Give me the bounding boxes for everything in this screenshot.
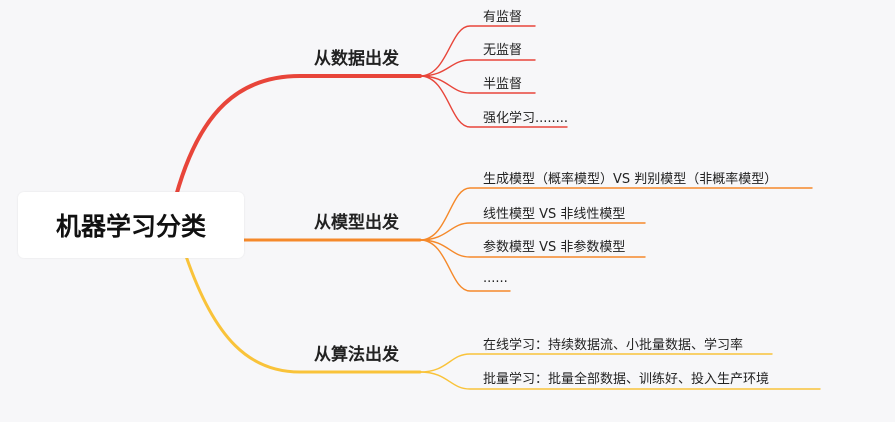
leaf-node[interactable]: 强化学习........ <box>483 111 569 126</box>
leaf-connector <box>419 75 568 128</box>
leaf-connector <box>419 353 773 373</box>
leaf-connector <box>419 187 813 241</box>
leaf-node[interactable]: 生成模型（概率模型）VS 判别模型（非概率模型） <box>483 172 778 187</box>
leaf-node[interactable]: 批量学习：批量全部数据、训练好、投入生产环境 <box>483 372 770 387</box>
root-node[interactable]: 机器学习分类 <box>18 192 244 258</box>
leaf-connector <box>419 239 646 258</box>
trunk-algorithm <box>184 254 422 374</box>
branch-label: 从数据出发 <box>314 49 399 69</box>
leaf-node[interactable]: 参数模型 VS 非参数模型 <box>483 240 626 255</box>
leaf-node[interactable]: 无监督 <box>483 43 523 58</box>
branch-label: 从算法出发 <box>314 345 399 365</box>
leaf-node[interactable]: 线性模型 VS 非线性模型 <box>483 207 626 222</box>
branch-node-model[interactable]: 从模型出发 <box>314 208 399 233</box>
leaf-connector <box>419 75 536 94</box>
leaf-node[interactable]: 有监督 <box>483 10 523 25</box>
branch-node-algorithm[interactable]: 从算法出发 <box>314 340 399 365</box>
leaf-node[interactable]: 半监督 <box>483 77 523 92</box>
root-label: 机器学习分类 <box>55 212 206 241</box>
leaf-connector <box>419 222 646 241</box>
leaf-node[interactable]: ...... <box>483 271 508 286</box>
leaf-connector <box>419 25 536 77</box>
leaf-connector <box>419 371 821 390</box>
branch-label: 从模型出发 <box>314 213 399 233</box>
leaf-connector <box>419 59 536 77</box>
branch-node-data[interactable]: 从数据出发 <box>314 44 399 69</box>
leaf-connector <box>419 239 511 292</box>
trunk-data <box>174 74 422 198</box>
leaf-node[interactable]: 在线学习：持续数据流、小批量数据、学习率 <box>483 338 744 353</box>
